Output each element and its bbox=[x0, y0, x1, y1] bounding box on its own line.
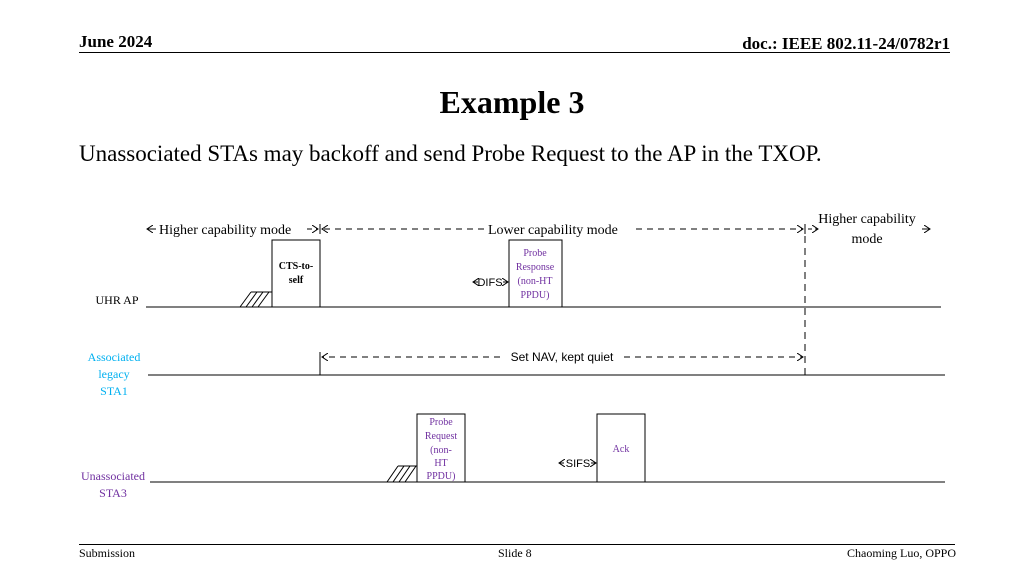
difs-label: DIFS bbox=[477, 277, 502, 289]
probe-response-label-4: PPDU) bbox=[521, 290, 550, 301]
higher-capability-mode-right-label-1: Higher capability bbox=[818, 212, 916, 227]
footer-slide-number: Slide 8 bbox=[498, 546, 532, 560]
uhr-ap-backoff-hatch bbox=[239, 291, 272, 308]
lower-capability-mode-label: Lower capability mode bbox=[488, 223, 618, 238]
probe-response-label-2: Response bbox=[516, 262, 555, 273]
cts-to-self-label-2: self bbox=[289, 275, 304, 286]
higher-capability-mode-left-label: Higher capability mode bbox=[159, 223, 291, 238]
row-label-sta1-2: legacy bbox=[98, 367, 129, 381]
probe-request-label-5: PPDU) bbox=[427, 471, 456, 482]
slide-body-text: Unassociated STAs may backoff and send P… bbox=[79, 141, 822, 166]
sta3-backoff-hatch bbox=[386, 465, 417, 483]
probe-request-label-2: Request bbox=[425, 431, 457, 442]
footer-author: Chaoming Luo, OPPO bbox=[846, 546, 956, 560]
row-label-sta3-1: Unassociated bbox=[81, 469, 145, 483]
probe-request-label-4: HT bbox=[434, 458, 447, 469]
probe-request-label-3: (non- bbox=[430, 445, 452, 456]
header-date: June 2024 bbox=[79, 32, 153, 51]
cts-to-self-label-1: CTS-to- bbox=[279, 261, 313, 272]
header-rule bbox=[79, 52, 950, 53]
row-label-uhr-ap: UHR AP bbox=[95, 293, 138, 307]
slide-title: Example 3 bbox=[439, 84, 585, 120]
higher-capability-mode-right-label-2: mode bbox=[851, 232, 882, 247]
probe-response-frame bbox=[508, 239, 563, 308]
probe-response-label-3: (non-HT bbox=[518, 276, 553, 287]
cts-to-self-frame bbox=[271, 239, 321, 308]
footer-rule bbox=[79, 544, 955, 545]
footer-submission: Submission bbox=[79, 546, 136, 560]
ack-frame bbox=[596, 413, 646, 483]
header-doc-id: doc.: IEEE 802.11-24/0782r1 bbox=[742, 34, 950, 53]
row-label-sta3-2: STA3 bbox=[99, 486, 127, 500]
row-label-sta1-3: STA1 bbox=[100, 384, 128, 398]
probe-request-frame bbox=[416, 413, 466, 483]
set-nav-label: Set NAV, kept quiet bbox=[511, 350, 614, 364]
probe-request-label-1: Probe bbox=[429, 417, 453, 428]
row-label-sta1-1: Associated bbox=[88, 350, 141, 364]
sifs-label: SIFS bbox=[566, 458, 590, 470]
probe-response-label-1: Probe bbox=[523, 248, 547, 259]
ack-label: Ack bbox=[613, 444, 630, 455]
